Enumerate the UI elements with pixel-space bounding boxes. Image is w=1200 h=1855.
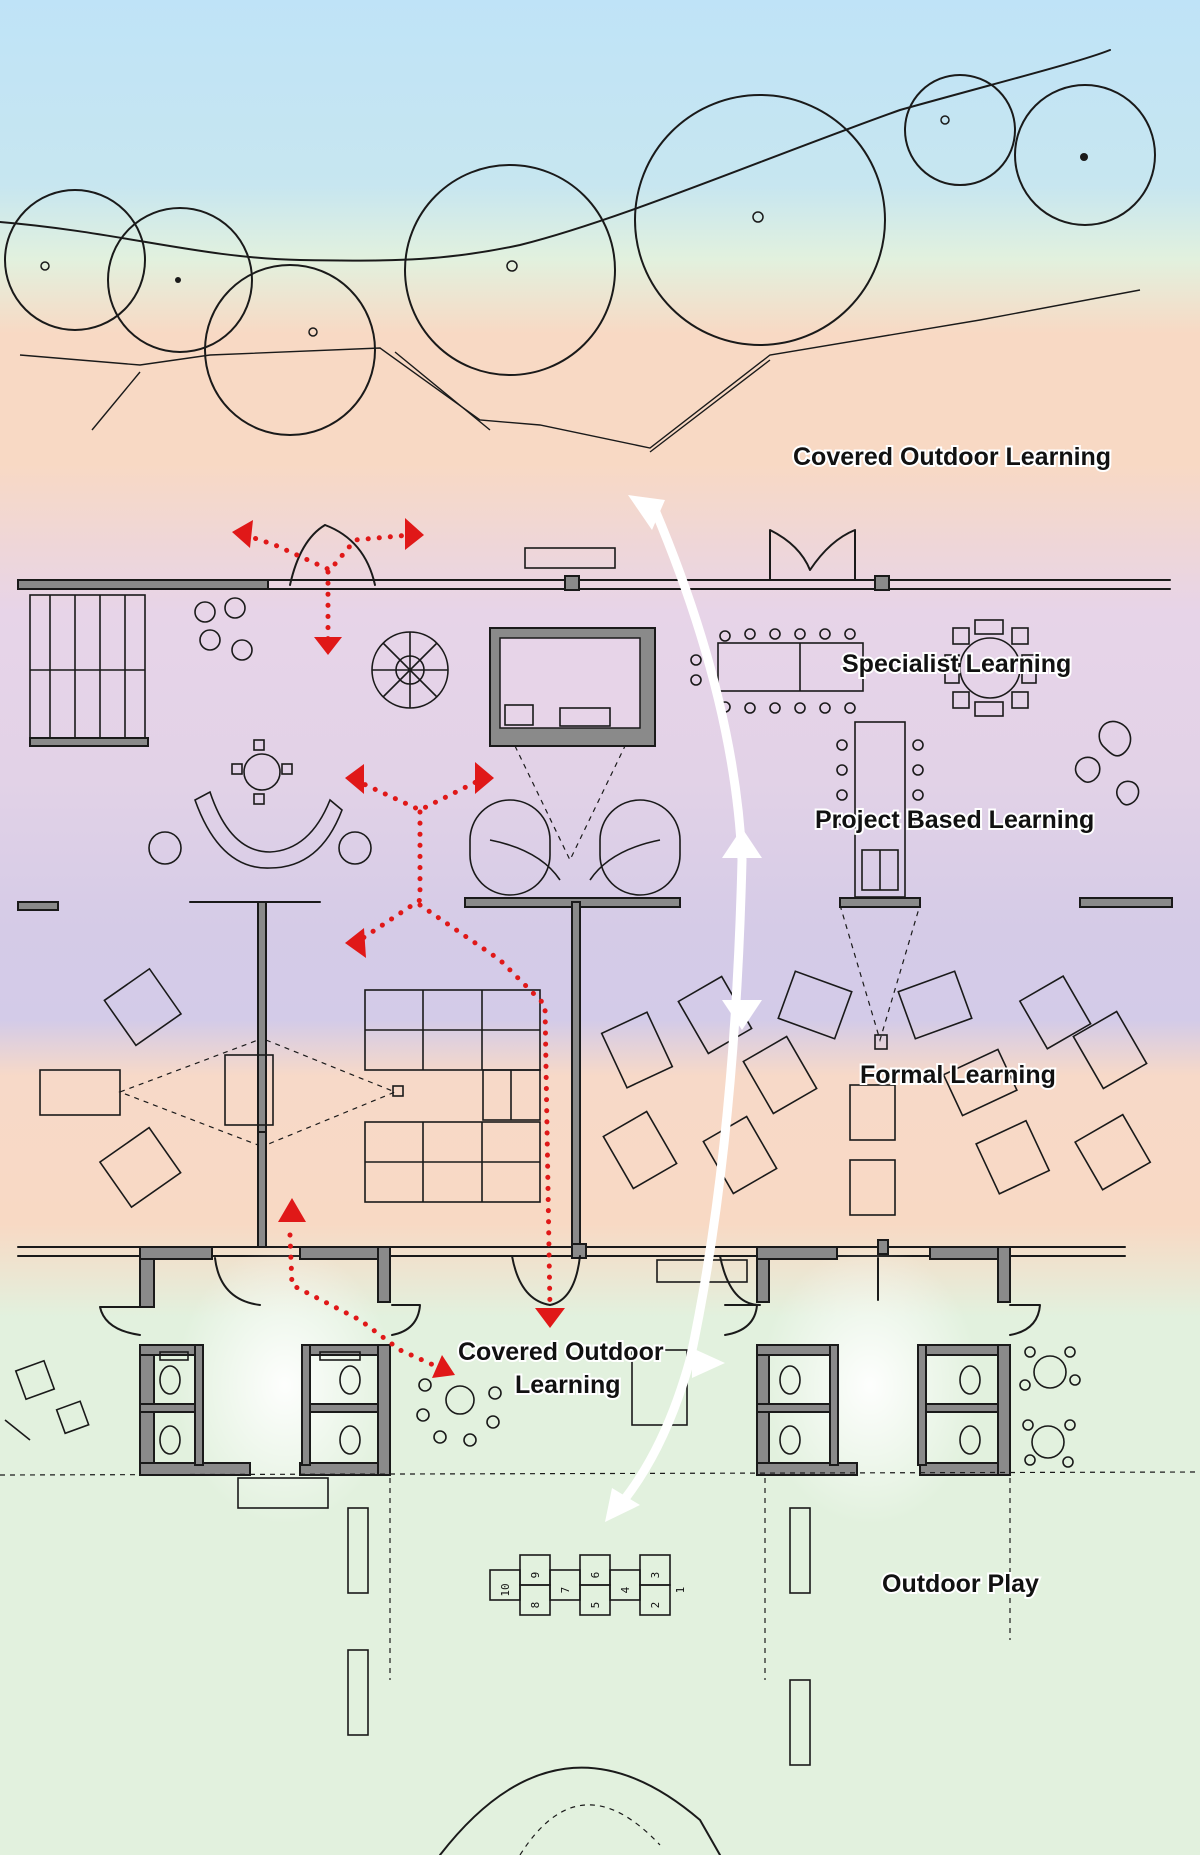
red-circulation-arrow-icon — [345, 764, 364, 794]
hopscotch-number: 7 — [559, 1587, 572, 1594]
round-table-specialist — [371, 631, 449, 709]
label-formal-learning: Formal Learning — [860, 1061, 1056, 1089]
amenity-block-left — [99, 1246, 421, 1476]
outdoor-play-benches — [347, 1507, 811, 1766]
formal-desks-right — [600, 904, 1152, 1216]
hopscotch-number: 3 — [649, 1572, 662, 1579]
red-circulation — [242, 532, 553, 1371]
hopscotch-number: 10 — [499, 1583, 512, 1596]
red-circulation-arrow-icon — [475, 762, 494, 794]
red-circulation-arrow-icon — [405, 518, 424, 550]
white-flow-arrow-icon — [692, 1348, 725, 1378]
red-arrow-heads — [232, 518, 565, 1378]
north-facade — [17, 524, 1171, 591]
long-table-specialist — [717, 642, 864, 692]
hopscotch-number: 4 — [619, 1586, 632, 1593]
hopscotch-number: 5 — [589, 1602, 602, 1609]
covered-edge-line — [0, 1471, 1200, 1476]
white-flow-arrow-icon — [605, 1488, 640, 1522]
red-circulation-arrow-icon — [345, 928, 366, 958]
project-based-furniture — [148, 739, 681, 896]
label-covered-outdoor-top: Covered Outdoor Learning — [793, 443, 1111, 471]
amenity-glow-right — [760, 1245, 980, 1525]
hopscotch-numbers: 10 9 8 7 6 5 4 3 2 1 — [499, 1572, 687, 1609]
amenity-block-right — [724, 1239, 1041, 1476]
white-flow-arrow-icon — [722, 1000, 762, 1030]
label-specialist-learning: Specialist Learning — [842, 650, 1071, 678]
covered-outdoor-furniture — [4, 1346, 1081, 1468]
formal-desks-left — [39, 967, 404, 1209]
red-circulation-arrow-icon — [232, 520, 253, 548]
bank-edge — [19, 289, 1141, 449]
red-circulation-arrow-icon — [278, 1198, 306, 1222]
kitchen-bench — [489, 627, 656, 862]
label-project-based-learning: Project Based Learning — [815, 806, 1094, 834]
label-outdoor-play: Outdoor Play — [882, 1570, 1039, 1598]
hopscotch-number: 1 — [674, 1587, 687, 1594]
red-circulation-arrow-icon — [535, 1308, 565, 1328]
red-circulation-arrow-icon — [432, 1355, 455, 1378]
label-covered-outdoor-bottom-2: Learning — [515, 1371, 621, 1399]
white-flow — [605, 495, 762, 1522]
white-flow-arrow-icon — [628, 495, 665, 530]
amenity-glow-left — [175, 1245, 395, 1525]
hopscotch-number: 9 — [529, 1572, 542, 1579]
red-circulation-arrow-icon — [314, 637, 342, 655]
waterline — [0, 49, 1111, 262]
formal-desks-cluster — [364, 989, 541, 1203]
stair — [29, 594, 146, 741]
riverside-trees — [4, 74, 1156, 436]
hopscotch-number: 8 — [529, 1602, 542, 1609]
hopscotch-number: 6 — [589, 1572, 602, 1579]
play-arc — [439, 1766, 721, 1855]
round-table-right — [944, 619, 1037, 717]
hopscotch — [489, 1554, 671, 1616]
label-covered-outdoor-bottom-1: Covered Outdoor — [458, 1338, 664, 1366]
hopscotch-number: 2 — [649, 1602, 662, 1609]
white-flow-arrow-icon — [722, 828, 762, 858]
